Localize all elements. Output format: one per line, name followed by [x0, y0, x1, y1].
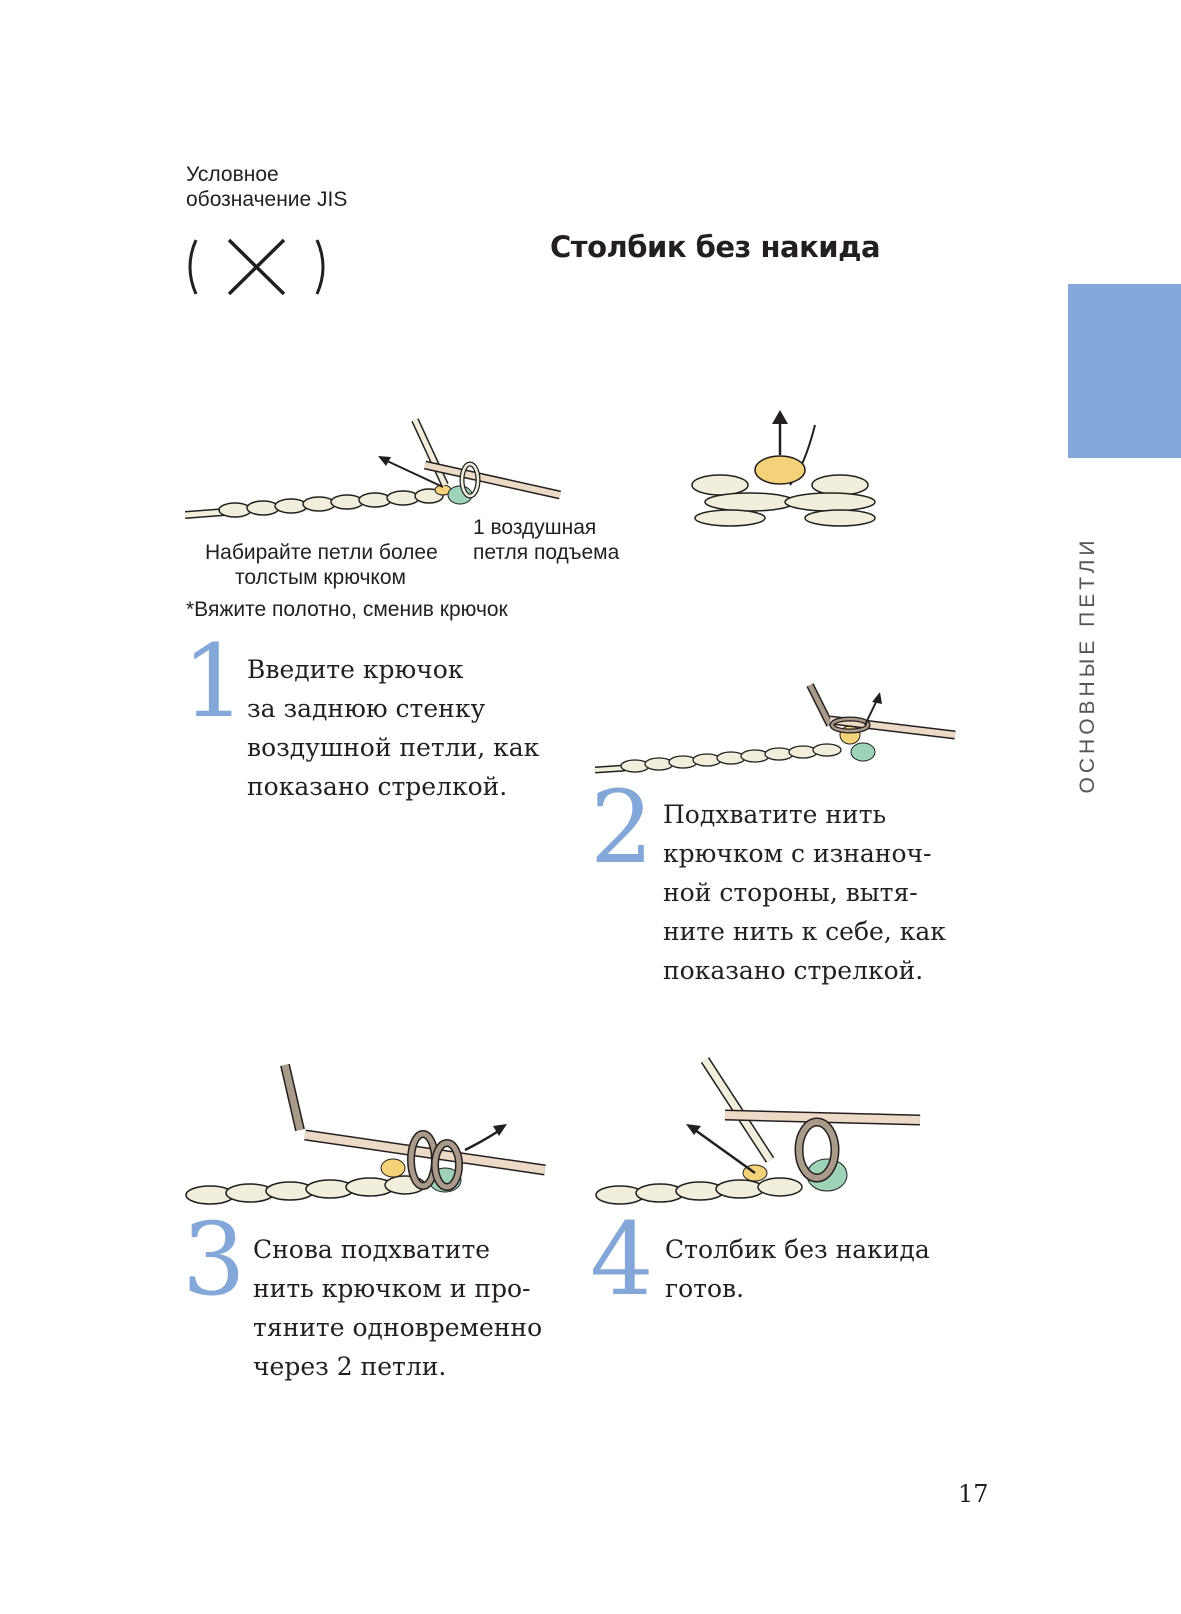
jis-label-line2: обозначение JIS [186, 188, 348, 211]
step-text-line: Столбик без накида [665, 1235, 930, 1264]
step-number: 3 [182, 1201, 246, 1318]
single-crochet-symbol-icon [188, 238, 325, 296]
step-2-text: Подхватите нить крючком с изнаноч- ной с… [663, 795, 946, 990]
step-number: 2 [590, 769, 654, 886]
turning-chain-label: 1 воздушная петля подъема [473, 515, 619, 565]
step-text-line: Подхватите нить [663, 800, 887, 829]
step-4-text: Столбик без накида готов. [665, 1230, 930, 1308]
step-text-line: Снова подхватите [253, 1235, 491, 1264]
section-label-text: ОСНОВНЫЕ ПЕТЛИ [1076, 536, 1099, 794]
step-number: 1 [182, 623, 246, 740]
step-text-line: готов. [665, 1274, 745, 1303]
step-text-line: через 2 петли. [253, 1352, 447, 1381]
chain-label-line2: толстым крючком [235, 566, 406, 589]
chain-hook-illustration [185, 418, 561, 519]
hook-note: *Вяжите полотно, сменив крючок [186, 598, 508, 621]
step-text-line: Введите крючок [247, 655, 464, 684]
step-3-text: Снова подхватите нить крючком и про- тян… [253, 1230, 542, 1386]
chain-label: Набирайте петли более толстым крючком [205, 540, 438, 590]
step-text-line: показано стрелкой. [247, 772, 508, 801]
step-text-line: нить крючком и про- [253, 1274, 531, 1303]
step-1-text: Введите крючок за заднюю стенку воздушно… [247, 650, 539, 806]
step-3-illustration [185, 1063, 546, 1205]
step-text-line: показано стрелкой. [663, 956, 924, 985]
stitch-detail-illustration [691, 410, 876, 527]
section-tab [1068, 284, 1181, 458]
step-2-illustration [595, 683, 956, 774]
page-title: Столбик без накида [550, 230, 881, 264]
step-text-line: ните нить к себе, как [663, 917, 946, 946]
turning-chain-label-line1: 1 воздушная [473, 516, 597, 539]
step-text-line: за заднюю стенку [247, 694, 486, 723]
jis-label-line1: Условное [186, 163, 279, 186]
jis-label: Условное обозначение JIS [186, 162, 347, 212]
step-text-line: тяните одновременно [253, 1313, 543, 1342]
chain-label-line1: Набирайте петли более [205, 541, 438, 564]
turning-chain-label-line2: петля подъема [473, 541, 620, 564]
page-number: 17 [958, 1480, 989, 1508]
section-label: ОСНОВНЫЕ ПЕТЛИ [1068, 530, 1108, 800]
step-number: 4 [590, 1201, 654, 1318]
step-text-line: воздушной петли, как [247, 733, 540, 762]
step-text-line: крючком с изнаноч- [663, 839, 932, 868]
step-text-line: ной стороны, вытя- [663, 878, 918, 907]
step-4-illustration [595, 1057, 921, 1205]
